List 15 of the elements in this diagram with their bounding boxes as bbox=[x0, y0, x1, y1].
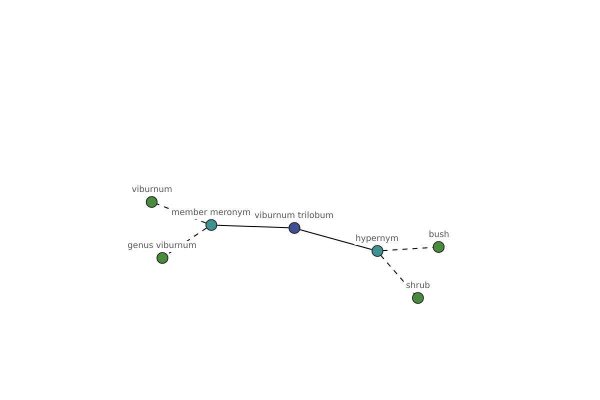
node-label: genus viburnum bbox=[126, 241, 198, 252]
connector-line bbox=[298, 228, 372, 250]
dashed-connector bbox=[382, 246, 434, 252]
graph-node bbox=[428, 230, 450, 253]
graph-node bbox=[126, 241, 198, 264]
node-label: shrub bbox=[404, 281, 432, 292]
connector-line bbox=[216, 224, 289, 228]
graph-node bbox=[404, 281, 432, 304]
dashed-connector bbox=[380, 254, 415, 294]
graph-node bbox=[170, 208, 252, 231]
graph-node bbox=[130, 185, 174, 208]
node-label: member meronym bbox=[170, 208, 252, 219]
graph-node bbox=[354, 234, 400, 257]
node-label: hypernym bbox=[354, 234, 400, 245]
graph-node bbox=[253, 211, 335, 234]
